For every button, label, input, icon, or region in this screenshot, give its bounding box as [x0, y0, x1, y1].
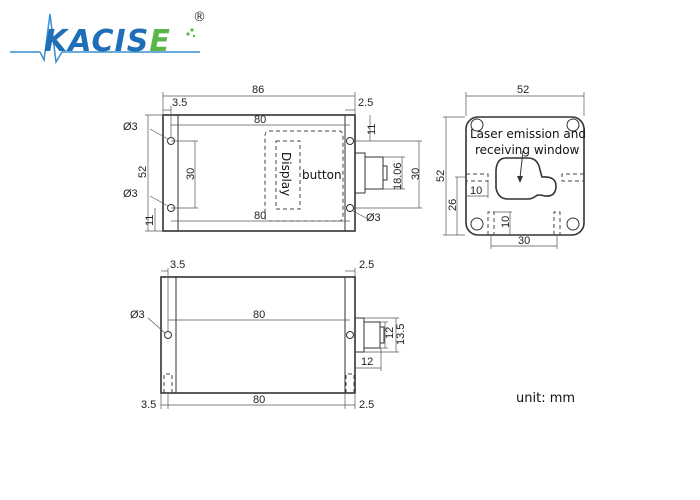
dim-side-width: 52 — [517, 84, 529, 96]
dim-hole-offset-top-right: 11 — [366, 124, 378, 135]
dim-hole-dia-bl: Ø3 — [123, 188, 138, 200]
display-label: Display — [279, 152, 293, 196]
dim-connector-dia: 12 — [384, 327, 396, 339]
registered-mark: ® — [193, 10, 206, 25]
hole-icon — [470, 118, 484, 132]
dim-right-offset: 2.5 — [358, 97, 373, 109]
button-label: button — [302, 168, 342, 182]
dim-hole-offset-bottom: 11 — [144, 215, 156, 226]
hole-icon — [566, 217, 580, 231]
dim-slot-height: 26 — [447, 199, 459, 211]
window-label-line2: receiving window — [475, 143, 580, 157]
dim-inner-width: 80 — [253, 309, 265, 321]
dim-hole-dia: Ø3 — [130, 309, 145, 321]
dim-overall-width: 86 — [252, 84, 264, 96]
arrow-icon — [517, 176, 523, 183]
dim-right-offset-top: 2.5 — [359, 259, 374, 271]
dim-bottom-slot-spacing: 30 — [518, 235, 530, 247]
dim-right-hole-spacing: 30 — [410, 168, 422, 180]
dim-hole-dia-tl: Ø3 — [123, 121, 138, 133]
top-view: Display button 86 3.5 2.5 80 80 52 30 — [123, 84, 422, 232]
dim-hole-spacing: 30 — [185, 168, 197, 180]
dim-hole-dia-br: Ø3 — [366, 212, 381, 224]
brand-name: KACISE — [44, 24, 171, 59]
dim-side-height: 52 — [435, 170, 447, 182]
bottom-view: 3.5 2.5 80 Ø3 12 13.5 12 3.5 80 2.5 — [130, 259, 407, 411]
hole-icon — [346, 331, 354, 339]
dim-inner-width-bottom: 80 — [254, 210, 266, 222]
dim-left-offset-top: 3.5 — [170, 259, 185, 271]
brand-name-accent: E — [149, 24, 171, 59]
display-window — [275, 140, 301, 210]
logo-wave-icon — [10, 13, 200, 65]
hole-icon — [470, 217, 484, 231]
dim-connector-length: 12 — [361, 356, 373, 368]
dim-bottom-width: 80 — [253, 394, 265, 406]
dim-connector-height: 18.06 — [392, 162, 404, 190]
dim-bottom-slot-depth: 10 — [500, 216, 512, 228]
hole-icon — [164, 331, 172, 339]
dim-height: 52 — [137, 166, 149, 178]
dim-left-offset-bottom: 3.5 — [141, 399, 156, 411]
brand-name-main: KACIS — [44, 24, 150, 59]
dim-inner-width-top: 80 — [254, 114, 266, 126]
unit-label: unit: mm — [516, 391, 576, 406]
hole-icon — [566, 118, 580, 132]
hole-icon — [346, 137, 354, 145]
window-label-line1: Laser emission and — [470, 127, 586, 141]
laser-window-shape — [495, 157, 557, 200]
side-view: Laser emission and receiving window 52 5… — [435, 84, 586, 249]
dim-right-offset-bottom: 2.5 — [359, 399, 374, 411]
hole-icon — [346, 204, 354, 212]
dim-connector-outer: 13.5 — [395, 324, 407, 345]
dim-left-offset: 3.5 — [172, 97, 187, 109]
dim-slot-width: 10 — [470, 185, 482, 197]
